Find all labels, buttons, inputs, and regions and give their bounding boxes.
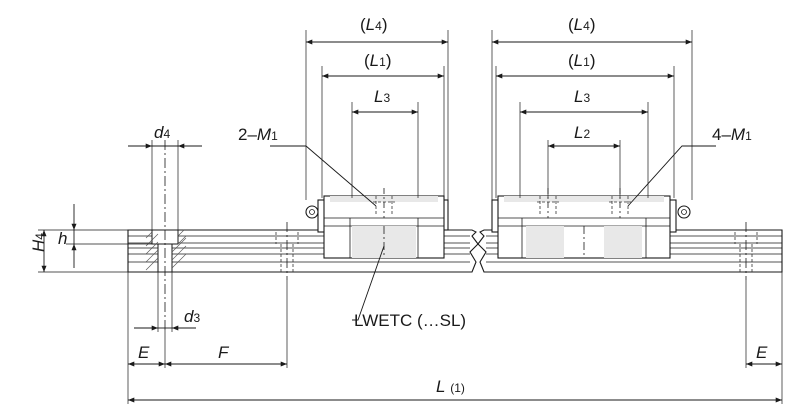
- extension-lines: [38, 30, 783, 404]
- label-F: F: [218, 343, 230, 362]
- label-model: LWETC (…SL): [354, 311, 466, 330]
- block-long: [491, 188, 691, 259]
- label-L3-left: L3: [374, 87, 390, 106]
- rail-hidden-holes: [164, 140, 758, 330]
- label-d4: d4: [154, 123, 170, 142]
- label-L1-right: (L1): [568, 51, 596, 70]
- label-2-M1: 2–M1: [238, 125, 278, 144]
- label-L-overall: L (1): [436, 377, 465, 396]
- label-L2-right: L2: [574, 123, 590, 142]
- label-L4-left: (L4): [360, 15, 388, 34]
- block-short: [305, 188, 449, 259]
- label-H4: H4: [29, 233, 48, 252]
- label-L1-left: (L1): [364, 51, 392, 70]
- label-4-M1: 4–M1: [712, 125, 752, 144]
- label-d3: d3: [184, 307, 200, 326]
- label-E-left: E: [138, 343, 150, 362]
- dimension-labels: (L4) (L1) L3 (L4) (L1) L3 L2 d4 d3 2–M1 …: [29, 15, 768, 396]
- label-L4-right: (L4): [568, 15, 596, 34]
- label-L3-right: L3: [574, 87, 590, 106]
- label-E-right: E: [756, 343, 768, 362]
- rail: [127, 229, 783, 273]
- dimension-lines: [41, 39, 782, 403]
- label-h: h: [58, 229, 67, 248]
